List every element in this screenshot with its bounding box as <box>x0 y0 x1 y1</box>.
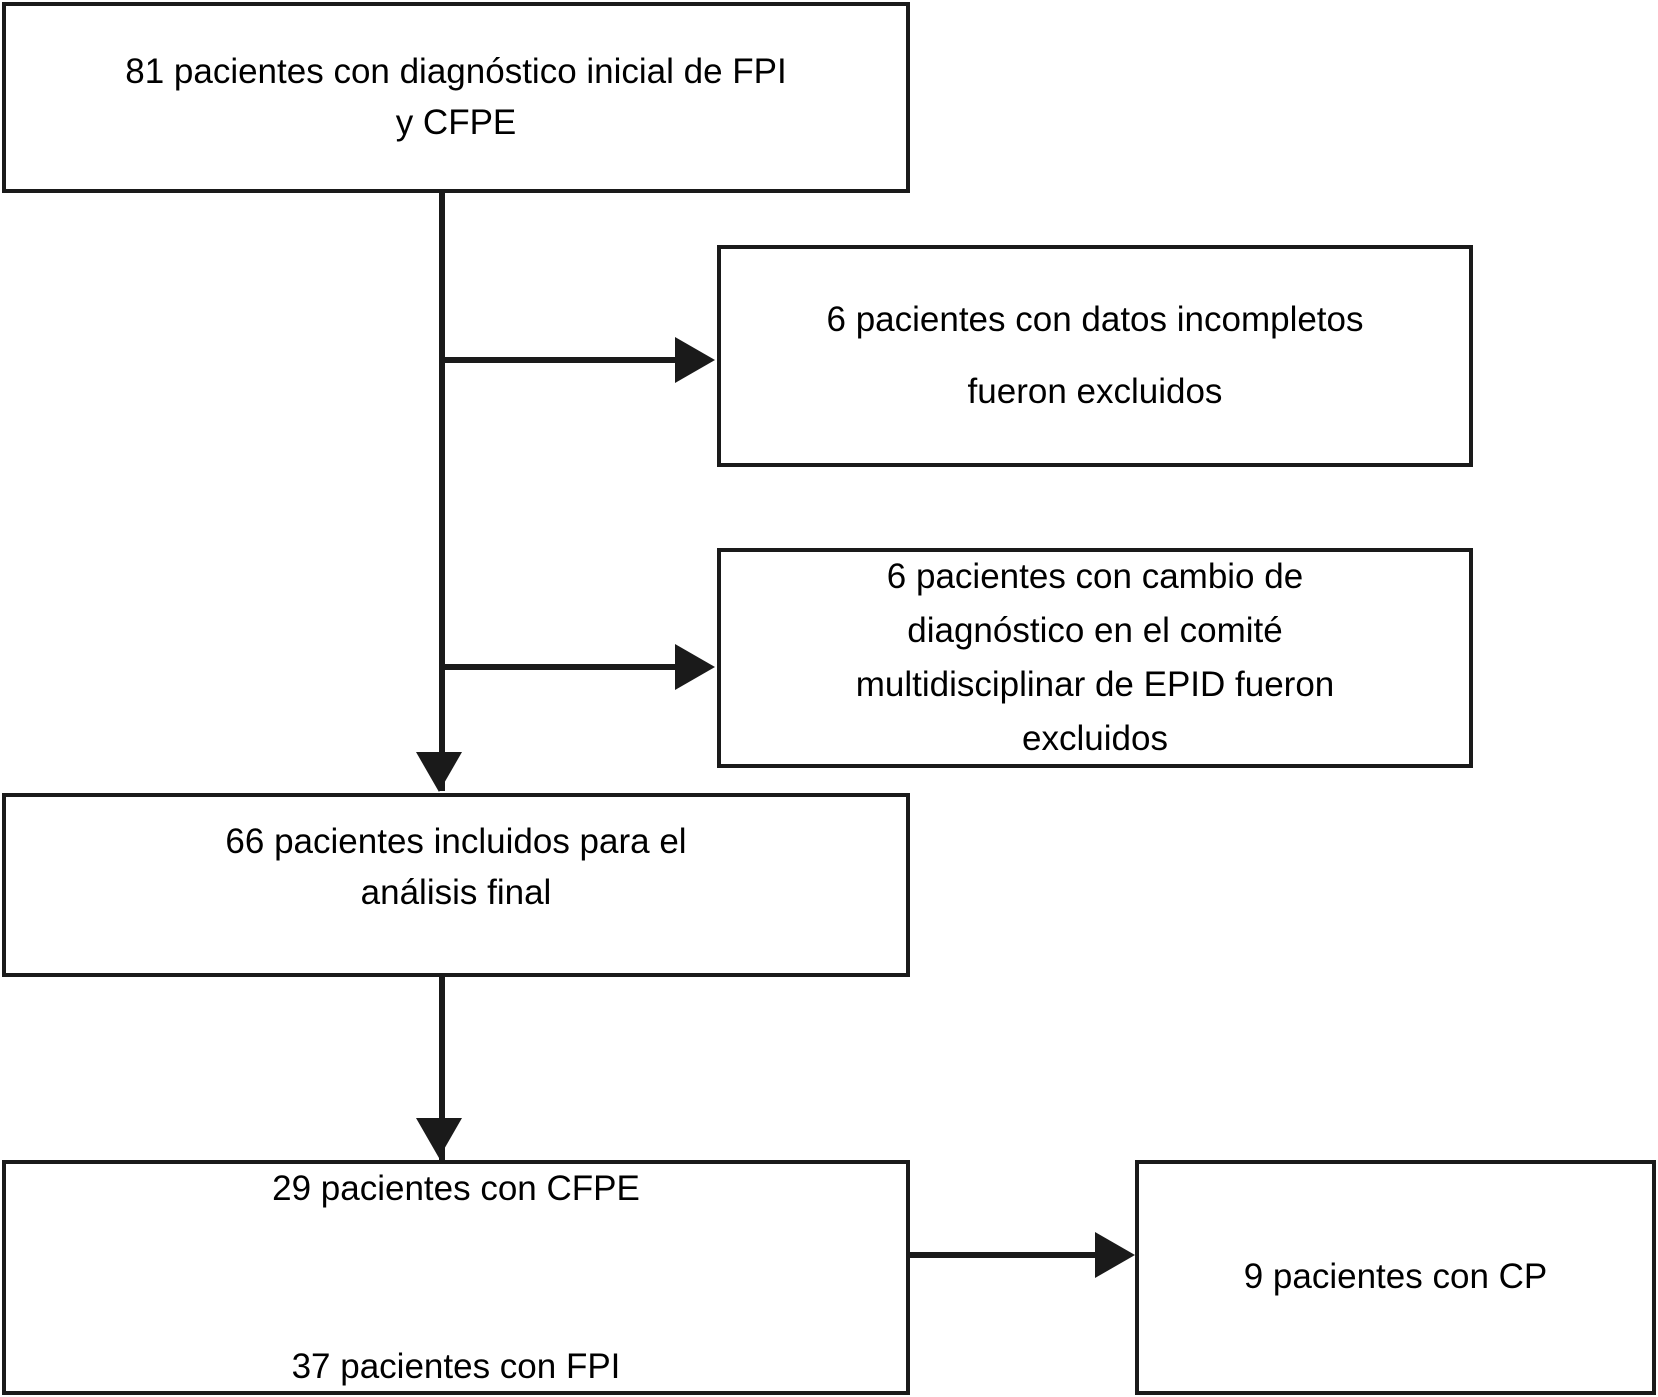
node-excluded-incomplete-data-label: 6 pacientes con datos incompletos fueron… <box>826 300 1364 411</box>
node-group-split: 29 pacientes con CFPE 37 pacientes con F… <box>2 1160 910 1395</box>
edge-initial-to-excluded-incomplete-line <box>439 357 679 363</box>
edge-initial-to-included-arrowhead-icon <box>416 752 462 792</box>
node-subgroup-cp: 9 pacientes con CP <box>1135 1160 1656 1395</box>
node-initial-cohort-label: 81 pacientes con diagnóstico inicial de … <box>125 51 787 142</box>
node-included-final-analysis: 66 pacientes incluidos para el análisis … <box>2 793 910 977</box>
node-group-split-label: 29 pacientes con CFPE 37 pacientes con F… <box>272 1168 640 1387</box>
edge-initial-to-excluded-incomplete-arrowhead-icon <box>675 337 715 383</box>
node-excluded-incomplete-data: 6 pacientes con datos incompletos fueron… <box>717 245 1473 467</box>
edge-initial-to-included-line <box>439 193 445 791</box>
edge-initial-to-excluded-diagnosis-line <box>439 664 679 670</box>
edge-included-to-groups-arrowhead-icon <box>416 1118 462 1158</box>
edge-groups-to-cp-arrowhead-icon <box>1095 1232 1135 1278</box>
edge-included-to-groups-line <box>439 977 445 1161</box>
edge-groups-to-cp-line <box>910 1252 1100 1258</box>
node-included-final-analysis-label: 66 pacientes incluidos para el análisis … <box>225 822 687 912</box>
node-excluded-diagnosis-change: 6 pacientes con cambio de diagnóstico en… <box>717 548 1473 768</box>
edge-initial-to-excluded-diagnosis-arrowhead-icon <box>675 644 715 690</box>
node-excluded-diagnosis-change-label: 6 pacientes con cambio de diagnóstico en… <box>855 556 1335 759</box>
node-subgroup-cp-label: 9 pacientes con CP <box>1243 1257 1548 1297</box>
node-initial-cohort: 81 pacientes con diagnóstico inicial de … <box>2 2 910 193</box>
